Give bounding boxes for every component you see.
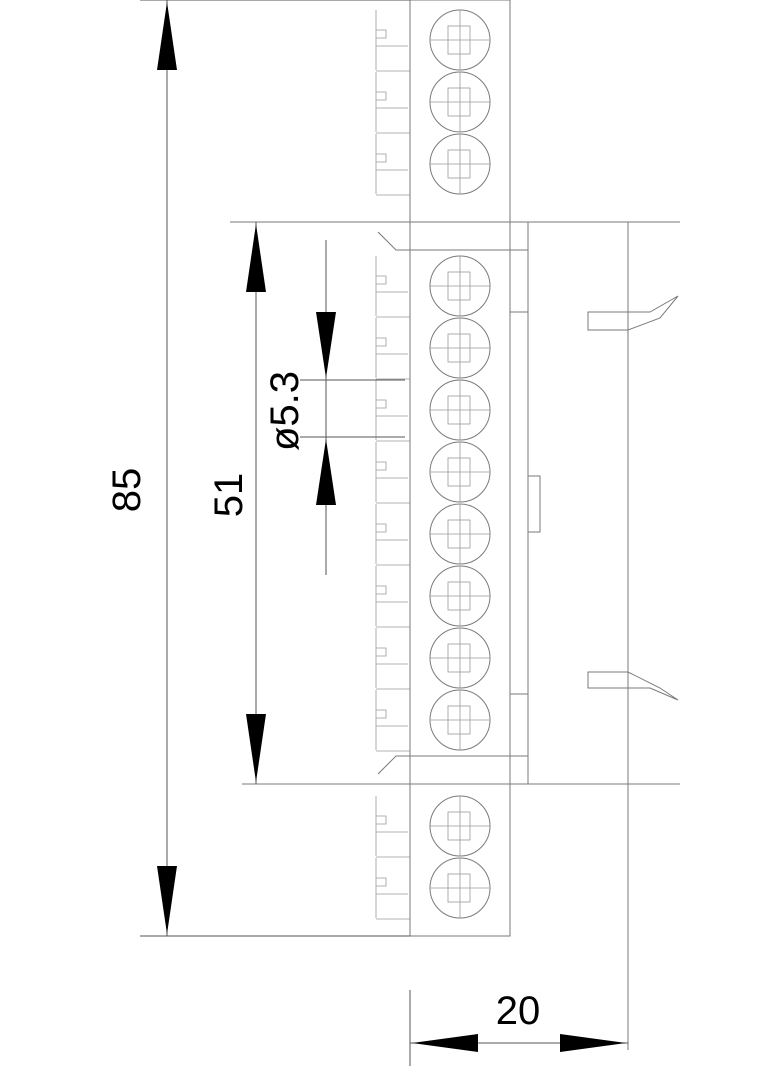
depth-label: 20 <box>496 989 541 1033</box>
din-rail-clip-top <box>587 295 679 331</box>
dimension-rail-height: 51 <box>207 222 266 784</box>
clamp-profile <box>375 504 408 564</box>
arrow-right-20 <box>560 1034 626 1052</box>
clamp-profile <box>375 134 408 194</box>
screw-slot <box>447 149 471 179</box>
terminal-middle-8 <box>375 689 491 752</box>
din-rail-clip-bottom <box>587 671 679 701</box>
screw-slot <box>447 271 471 301</box>
screw-slot <box>447 643 471 673</box>
terminal-middle-5 <box>375 503 491 566</box>
terminal-middle-2 <box>375 317 491 380</box>
clamp-profile <box>375 256 408 316</box>
arrow-down-51 <box>246 714 266 782</box>
terminal-upper-2 <box>375 71 491 134</box>
terminal-middle-7 <box>375 627 491 690</box>
hole-diameter-label: ø5.3 <box>263 371 307 451</box>
overall-height-label: 85 <box>105 468 149 513</box>
terminal-middle-3 <box>375 379 491 442</box>
dimension-hole-diameter: ø5.3 <box>263 240 405 575</box>
terminal-middle-4 <box>375 441 491 504</box>
clamp-profile <box>375 10 408 70</box>
terminal-block-outline <box>230 0 680 1050</box>
screw-slot <box>447 705 471 735</box>
side-tab <box>527 475 541 533</box>
terminal-screws <box>375 9 491 920</box>
terminal-upper-1 <box>375 9 491 72</box>
terminal-middle-6 <box>375 565 491 628</box>
clamp-profile <box>375 72 408 132</box>
clamp-profile <box>375 628 408 688</box>
screw-slot <box>447 457 471 487</box>
arrow-up-hole <box>316 439 336 505</box>
dimension-depth: 20 <box>409 989 628 1066</box>
screw-slot <box>447 581 471 611</box>
terminal-lower-1 <box>375 795 491 858</box>
screw-slot <box>447 333 471 363</box>
arrow-down-85 <box>157 866 177 934</box>
clamp-profile <box>375 690 408 750</box>
terminal-lower-2 <box>375 857 491 920</box>
clamp-profile <box>375 858 408 918</box>
arrow-up-85 <box>157 2 177 70</box>
dimension-overall-height: 85 <box>105 0 410 937</box>
clamp-profile <box>375 442 408 502</box>
terminal-upper-3 <box>375 133 491 196</box>
arrow-up-51 <box>246 224 266 292</box>
screw-slot <box>447 519 471 549</box>
screw-slot <box>447 25 471 55</box>
clamp-profile <box>375 566 408 626</box>
arrow-down-hole <box>316 312 336 378</box>
terminal-middle-1 <box>375 255 491 318</box>
clamp-profile <box>375 796 408 856</box>
screw-slot <box>447 395 471 425</box>
clamp-profile <box>375 380 408 440</box>
screw-slot <box>447 811 471 841</box>
screw-slot <box>447 87 471 117</box>
rail-height-label: 51 <box>207 473 251 518</box>
clamp-profile <box>375 318 408 378</box>
arrow-left-20 <box>412 1034 478 1052</box>
screw-slot <box>447 873 471 903</box>
